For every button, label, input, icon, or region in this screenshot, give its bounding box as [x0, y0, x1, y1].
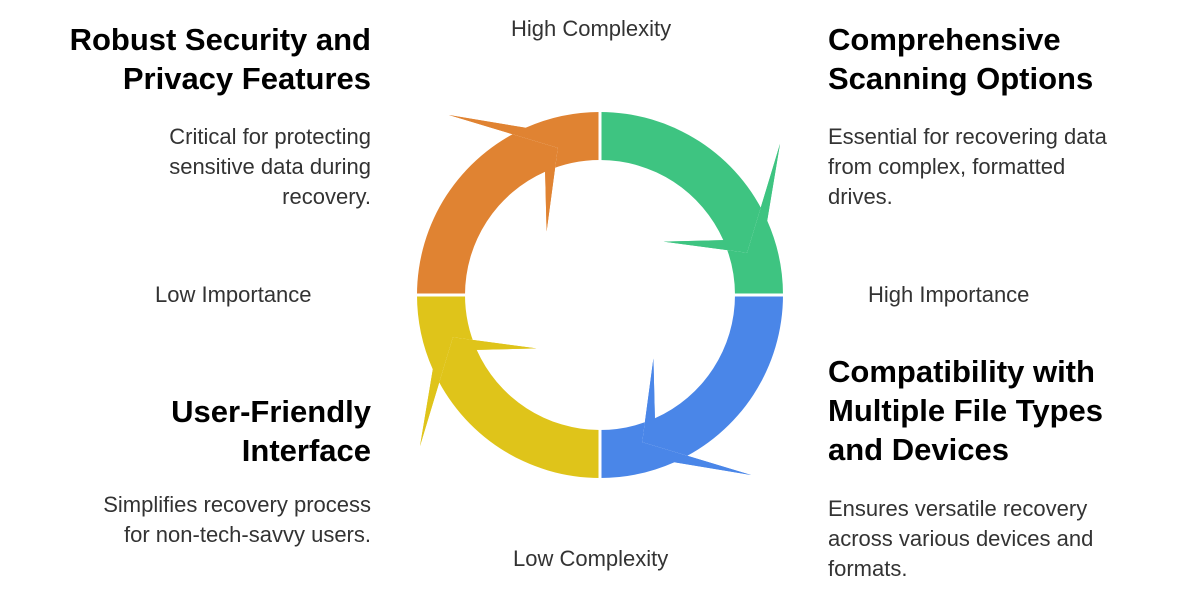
cycle-segment-top-right-body: [600, 112, 780, 253]
axis-label-high-complexity: High Complexity: [511, 16, 672, 41]
cycle-segment-top-left-tail: [448, 111, 600, 232]
desc-line: Ensures versatile recovery: [828, 496, 1088, 521]
desc-line: drives.: [828, 184, 893, 209]
title-line: User-Friendly: [171, 394, 371, 429]
cycle-segment-top-right: [600, 112, 783, 295]
title-line: Scanning Options: [828, 61, 1094, 96]
quadrant-title-user-friendly: User-Friendly Interface: [171, 392, 371, 470]
cycle-segment-bottom-right-tail: [600, 358, 752, 478]
quadrant-title-security: Robust Security and Privacy Features: [70, 20, 371, 98]
quadrant-desc-scanning: Essential for recovering data from compl…: [828, 122, 1107, 212]
title-line: Robust Security and: [69, 22, 371, 57]
title-line: Interface: [241, 433, 371, 468]
desc-line: Critical for protecting: [169, 124, 371, 149]
cycle-segment-top-left: [417, 111, 600, 295]
title-line: Privacy Features: [122, 61, 371, 96]
quadrant-desc-security: Critical for protecting sensitive data d…: [169, 122, 371, 212]
axis-label-high-importance: High Importance: [868, 282, 1030, 307]
axis-label-low-complexity: Low Complexity: [513, 546, 669, 571]
desc-line: recovery.: [282, 184, 371, 209]
desc-line: sensitive data during: [169, 154, 371, 179]
title-line: Multiple File Types: [828, 393, 1104, 428]
cycle-segment-top-left-body: [417, 115, 558, 295]
cycle-segment-bottom-left: [417, 295, 600, 478]
quadrant-title-scanning: Comprehensive Scanning Options: [828, 20, 1093, 98]
desc-line: for non-tech-savvy users.: [124, 522, 371, 547]
cycle-segment-bottom-right-body: [642, 295, 783, 475]
desc-line: formats.: [828, 556, 908, 581]
quadrant-title-compatibility: Compatibility with Multiple File Types a…: [828, 352, 1103, 469]
desc-line: Simplifies recovery process: [103, 492, 371, 517]
desc-line: across various devices and: [828, 526, 1094, 551]
axis-label-low-importance: Low Importance: [155, 282, 312, 307]
quadrant-desc-user-friendly: Simplifies recovery process for non-tech…: [103, 490, 371, 550]
title-line: Compatibility with: [828, 354, 1095, 389]
cycle-segment-bottom-right: [600, 295, 783, 478]
title-line: Comprehensive: [828, 22, 1061, 57]
cycle-segment-bottom-left-tail: [417, 295, 537, 447]
cycle-segment-bottom-left-body: [420, 337, 600, 478]
title-line: and Devices: [828, 432, 1009, 467]
desc-line: from complex, formatted: [828, 154, 1066, 179]
cycle-segment-top-right-tail: [663, 143, 783, 295]
quadrant-desc-compatibility: Ensures versatile recovery across variou…: [828, 494, 1093, 584]
desc-line: Essential for recovering data: [828, 124, 1107, 149]
